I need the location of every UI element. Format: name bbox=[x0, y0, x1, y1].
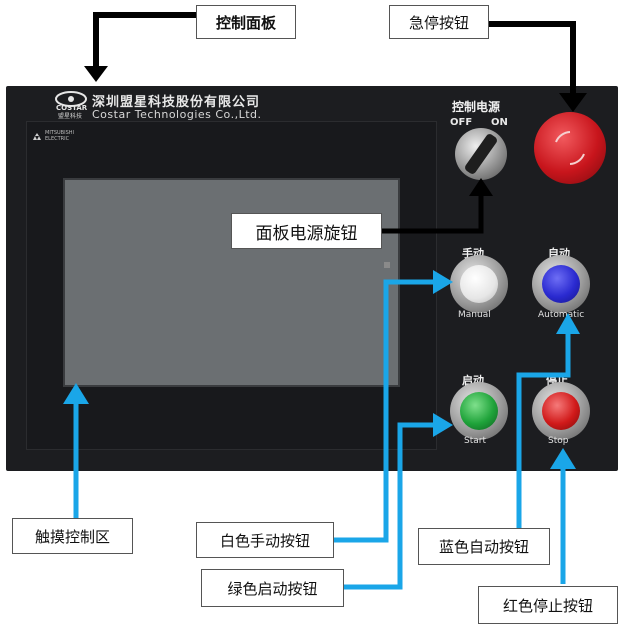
emergency-stop-button[interactable] bbox=[534, 112, 606, 184]
start-button[interactable] bbox=[450, 382, 508, 440]
arrow-start bbox=[344, 422, 437, 590]
brand-label: MITSUBISHI ELECTRIC bbox=[45, 130, 74, 142]
arrow-control-panel bbox=[93, 12, 196, 70]
callout-emergency-stop: 急停按钮 bbox=[389, 5, 489, 39]
arrow-manual bbox=[334, 279, 437, 543]
arrowhead-touch-area bbox=[63, 383, 89, 404]
start-sub: Start bbox=[464, 436, 486, 446]
touch-screen[interactable] bbox=[63, 178, 400, 387]
arrowhead-auto bbox=[556, 313, 580, 334]
power-on-label: ON bbox=[491, 117, 508, 128]
manual-button[interactable] bbox=[450, 255, 508, 313]
auto-lamp bbox=[542, 265, 580, 303]
power-switch-title: 控制电源 bbox=[452, 100, 501, 114]
arrowhead-control-panel bbox=[84, 66, 108, 82]
callout-blue-auto: 蓝色自动按钮 bbox=[418, 528, 550, 565]
callout-white-manual: 白色手动按钮 bbox=[196, 522, 334, 558]
company-name-cn: 深圳盟星科技股份有限公司 bbox=[92, 95, 261, 110]
stop-button[interactable] bbox=[532, 382, 590, 440]
auto-sub: Automatic bbox=[538, 310, 585, 320]
stop-sub: Stop bbox=[548, 436, 569, 446]
auto-button[interactable] bbox=[532, 255, 590, 313]
company-logo: COSTAR 盟星科技 bbox=[52, 90, 90, 120]
manual-sub: Manual bbox=[458, 310, 491, 320]
company-name-en: Costar Technologies Co.,Ltd. bbox=[92, 108, 262, 121]
callout-power-knob: 面板电源旋钮 bbox=[231, 213, 382, 249]
arrowhead-manual bbox=[433, 270, 453, 294]
logo-text: COSTAR bbox=[56, 104, 88, 112]
mitsubishi-logo bbox=[31, 128, 43, 147]
logo-sub: 盟星科技 bbox=[58, 113, 83, 120]
arrow-emergency-stop bbox=[489, 21, 576, 97]
screen-indicator bbox=[384, 262, 390, 268]
arrowhead-stop bbox=[550, 448, 576, 469]
power-knob[interactable] bbox=[455, 128, 507, 180]
callout-control-panel: 控制面板 bbox=[196, 5, 296, 39]
arrow-auto bbox=[516, 330, 571, 528]
arrowhead-power-knob bbox=[469, 178, 493, 196]
power-off-label: OFF bbox=[450, 117, 473, 128]
callout-green-start: 绿色启动按钮 bbox=[201, 569, 344, 607]
stop-lamp bbox=[542, 392, 580, 430]
arrowhead-emergency-stop bbox=[559, 93, 587, 112]
callout-red-stop: 红色停止按钮 bbox=[478, 586, 618, 624]
start-lamp bbox=[460, 392, 498, 430]
manual-lamp bbox=[460, 265, 498, 303]
arrowhead-start bbox=[433, 413, 453, 437]
callout-touch-area: 触摸控制区 bbox=[12, 518, 133, 554]
arrow-power-knob bbox=[382, 192, 484, 234]
